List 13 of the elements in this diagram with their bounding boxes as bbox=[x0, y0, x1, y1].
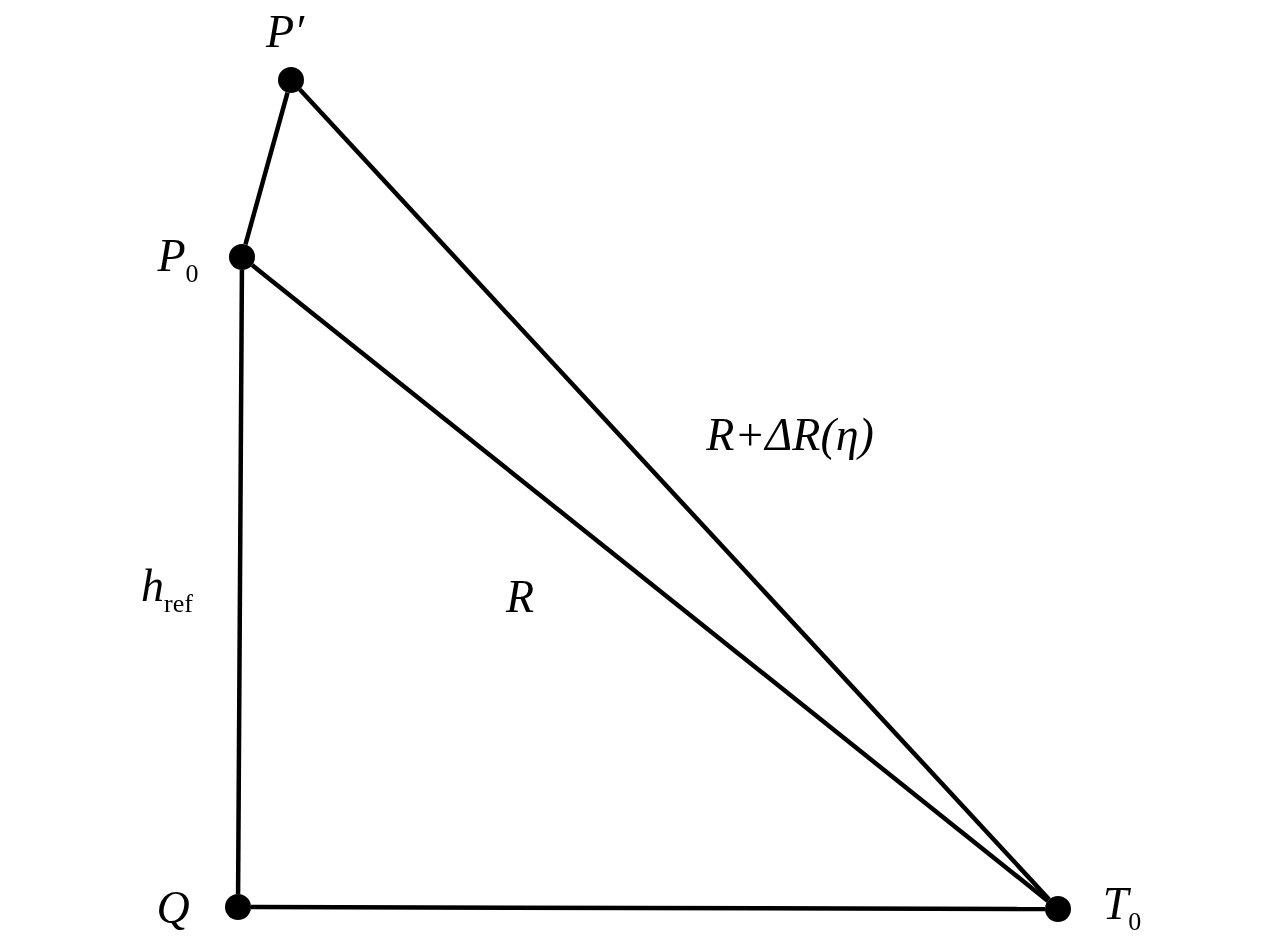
point-dot bbox=[1045, 896, 1071, 922]
point-label: Q bbox=[156, 885, 190, 931]
point-label: T$_{0}$ bbox=[1102, 881, 1142, 935]
point-dot bbox=[278, 67, 304, 93]
line-segment bbox=[235, 270, 245, 894]
point-label: P′ bbox=[265, 9, 305, 55]
line-segment bbox=[243, 91, 290, 246]
point-dot bbox=[225, 894, 251, 920]
line-segment bbox=[250, 263, 1050, 903]
line-segment bbox=[251, 904, 1045, 912]
point-label: P$_{0}$ bbox=[157, 233, 199, 287]
point-dot bbox=[229, 244, 255, 270]
line-segment bbox=[298, 88, 1051, 901]
